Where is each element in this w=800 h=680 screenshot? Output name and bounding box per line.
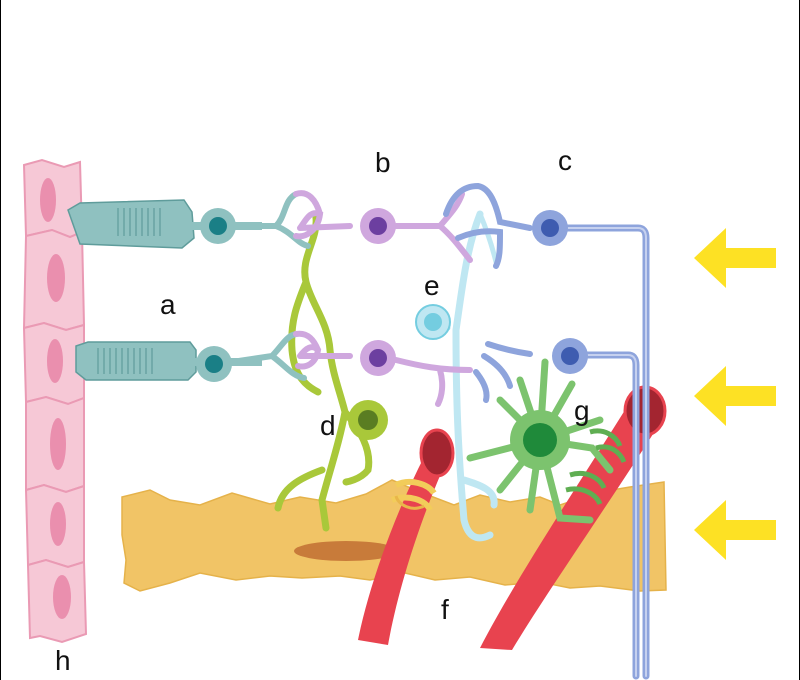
bipolar-dendrites [293, 330, 353, 370]
nerve-fiber-nucleus [294, 541, 398, 561]
amacrine-cell [415, 210, 499, 542]
blood-vessel [480, 402, 662, 650]
label-d: d [320, 410, 336, 441]
amacrine-nucleus [424, 313, 442, 331]
bipolar-nucleus [369, 217, 387, 235]
photoreceptor-nucleus [209, 217, 227, 235]
photoreceptor-outer-segment [75, 341, 197, 381]
ganglion-nucleus [541, 219, 559, 237]
vessel-opening [419, 428, 455, 478]
label-f: f [441, 594, 449, 625]
rpe-nucleus [53, 575, 71, 619]
ganglion-axons-inner [567, 227, 647, 677]
rpe-nucleus [50, 502, 66, 546]
bipolar-dendrites [293, 190, 353, 240]
bipolar-nucleus [369, 349, 387, 367]
rpe-nucleus [50, 418, 66, 470]
ganglion-dendrites [443, 182, 533, 269]
label-b: b [375, 147, 391, 178]
light-arrow [694, 500, 776, 560]
rpe-cell-column [22, 158, 88, 644]
light-arrow [694, 228, 776, 288]
lower-neural-chain [75, 330, 588, 407]
astrocyte-nucleus [523, 423, 557, 457]
rpe-nucleus [47, 339, 63, 383]
photoreceptor-nucleus [205, 355, 223, 373]
photoreceptor-outer-segment [67, 199, 195, 249]
pericyte-ring [394, 479, 437, 495]
upper-neural-chain [67, 182, 568, 269]
label-c: c [558, 145, 572, 176]
ganglion-dendrites [473, 341, 533, 403]
rpe-nucleus [47, 254, 65, 302]
label-e: e [424, 270, 440, 301]
mueller-glia-cell [274, 214, 388, 532]
label-h: h [55, 645, 71, 676]
light-arrow [694, 366, 776, 426]
rpe-nucleus [40, 178, 56, 222]
label-a: a [160, 289, 176, 320]
mueller-glia-nucleus [358, 410, 378, 430]
label-g: g [574, 395, 590, 426]
ganglion-nucleus [561, 347, 579, 365]
astrocyte-cell [466, 358, 627, 524]
pericyte-ring [394, 495, 425, 510]
light-arrows [694, 228, 776, 560]
